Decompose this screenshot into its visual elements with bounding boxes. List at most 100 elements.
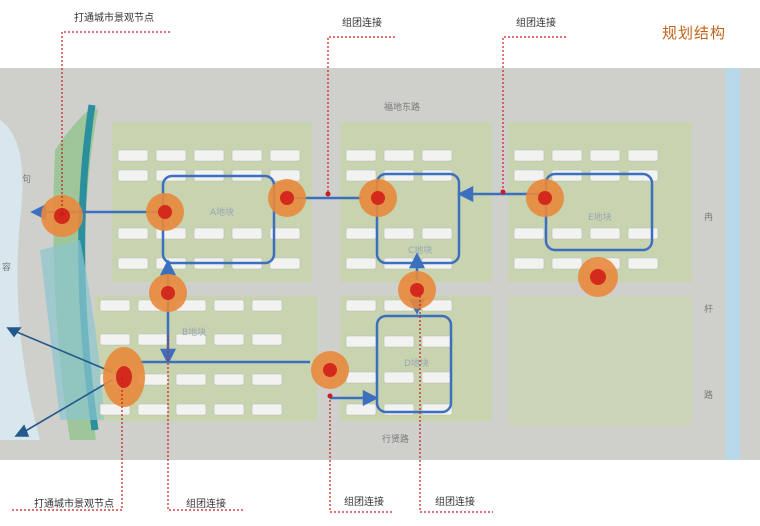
building (117, 257, 149, 270)
diagram-title: 规划结构 (661, 24, 726, 42)
road-east-char-3: 路 (704, 391, 714, 401)
node-core (590, 269, 606, 285)
node-core (116, 366, 132, 388)
building (383, 371, 415, 384)
building (251, 373, 283, 386)
building (155, 149, 187, 162)
building (345, 403, 377, 416)
building (345, 149, 377, 162)
node-core (538, 191, 552, 205)
building (421, 371, 453, 384)
water-area (40, 240, 104, 420)
callout-bottom-4: 组团连接 (435, 497, 475, 508)
building (627, 227, 659, 240)
canal (726, 68, 740, 460)
node-core (158, 205, 172, 219)
building (251, 299, 283, 312)
building (251, 403, 283, 416)
leader-bottom-1 (10, 378, 123, 511)
building (383, 169, 415, 182)
arrowhead (457, 185, 474, 203)
building (251, 333, 283, 346)
parcel-empty (508, 296, 692, 426)
building (213, 373, 245, 386)
building (589, 227, 621, 240)
building (345, 169, 377, 182)
river-bank (0, 120, 40, 440)
building (345, 299, 377, 312)
building (421, 149, 453, 162)
leader-top-left (61, 31, 170, 216)
building (137, 403, 169, 416)
building (231, 149, 263, 162)
callout-top-left: 打通城市景观节点 (74, 13, 154, 24)
building (117, 169, 149, 182)
callout-bottom-1: 打通城市景观节点 (34, 499, 114, 510)
building (117, 149, 149, 162)
node-core (410, 283, 424, 297)
building (175, 373, 207, 386)
building (589, 149, 621, 162)
building (193, 227, 225, 240)
leader-dot (325, 191, 331, 197)
building (99, 299, 131, 312)
building (589, 169, 621, 182)
callout-top-right: 组团连接 (516, 18, 556, 29)
building (421, 335, 453, 348)
building (513, 169, 545, 182)
building (213, 333, 245, 346)
view-line-south (21, 379, 113, 434)
building (627, 169, 659, 182)
building (383, 149, 415, 162)
building (193, 149, 225, 162)
leader-top-mid (327, 36, 395, 196)
west-char-2: 容 (2, 263, 12, 273)
block-b-label: B地块 (182, 328, 207, 338)
building (345, 227, 377, 240)
west-char-1: 句 (22, 175, 32, 185)
building (551, 169, 583, 182)
building (513, 227, 545, 240)
arrowhead (14, 424, 30, 437)
block-a-label: A地块 (210, 208, 235, 218)
building (421, 169, 453, 182)
leader-dot (500, 189, 506, 195)
block-c-label: C地块 (408, 246, 433, 256)
building (383, 403, 415, 416)
road-east-char-1: 冉 (704, 213, 714, 223)
leader-top-right (502, 36, 566, 194)
callout-top-mid: 组团连接 (342, 18, 382, 29)
building (345, 371, 377, 384)
building (551, 257, 583, 270)
road-south-label: 行贤路 (382, 435, 410, 445)
node-core (323, 363, 337, 377)
building (421, 227, 453, 240)
block-d-label: D地块 (404, 359, 429, 369)
building (231, 227, 263, 240)
building (345, 335, 377, 348)
building (213, 299, 245, 312)
building (383, 335, 415, 348)
building (213, 403, 245, 416)
building (513, 149, 545, 162)
building (175, 403, 207, 416)
building (269, 149, 301, 162)
node-core (161, 286, 175, 300)
building (513, 257, 545, 270)
callout-bottom-2: 组团连接 (186, 499, 226, 510)
leader-dot (327, 393, 333, 399)
building (551, 149, 583, 162)
building (345, 257, 377, 270)
view-line-north (11, 329, 113, 373)
building (269, 257, 301, 270)
building (269, 227, 301, 240)
node-core (371, 191, 385, 205)
callout-bottom-3: 组团连接 (344, 497, 384, 508)
arrowhead (408, 252, 426, 269)
building (627, 257, 659, 270)
building (627, 149, 659, 162)
building (551, 227, 583, 240)
building (117, 227, 149, 240)
